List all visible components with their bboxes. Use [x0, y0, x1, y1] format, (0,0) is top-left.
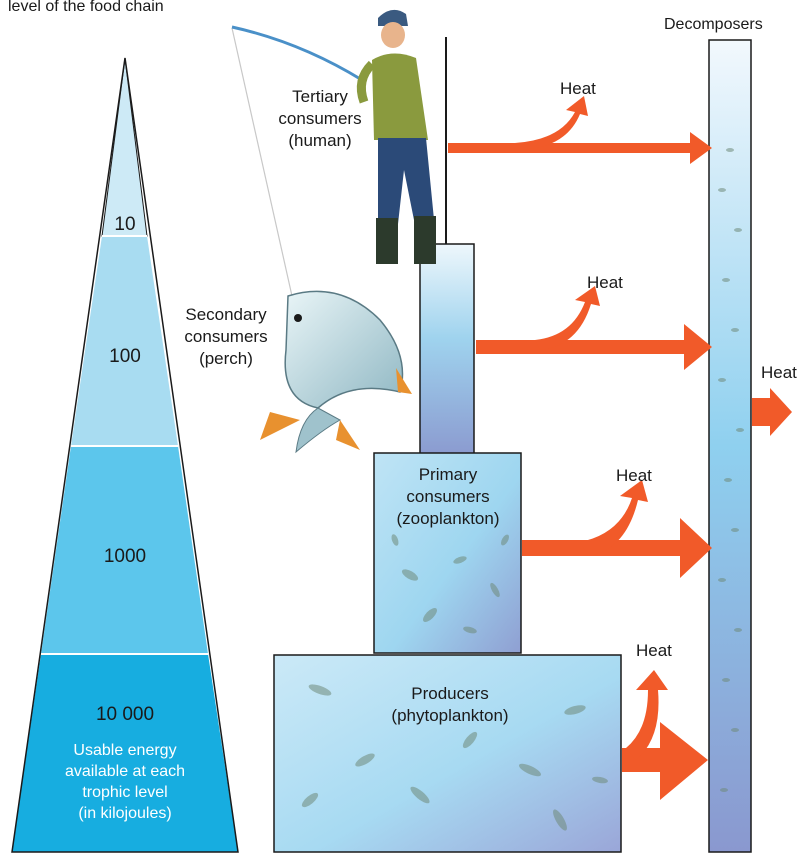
heat-label-primary: Heat — [616, 466, 652, 485]
trophic-boxes — [273, 37, 752, 853]
heat-curve-primary — [580, 480, 648, 556]
pyramid-level-top — [101, 57, 148, 237]
secondary-consumers-column — [419, 243, 475, 455]
heat-label-producers: Heat — [636, 641, 672, 660]
heat-arrow-producers — [622, 722, 708, 800]
pyramid-value-bottom: 10 000 — [95, 704, 155, 725]
pyramid-level-2 — [71, 236, 178, 446]
pyramid-value-level2: 100 — [109, 346, 141, 367]
pyramid-caption: Usable energy available at each trophic … — [64, 742, 186, 822]
primary-consumers-box — [373, 452, 522, 654]
heat-label-secondary: Heat — [587, 273, 623, 292]
fishing-rod-icon — [231, 25, 363, 82]
pyramid-value-level3: 1000 — [103, 546, 147, 567]
fisherman-icon — [356, 9, 436, 264]
decomposers-label: Decomposers — [664, 16, 763, 33]
pyramid-level-bottom — [12, 654, 238, 852]
energy-pyramid — [11, 57, 239, 853]
heat-curve-tertiary — [515, 96, 588, 150]
primary-consumers-label: Primary consumers (zooplankton) — [396, 465, 500, 528]
heat-label-decomposers: Heat — [761, 363, 797, 382]
heat-arrow-secondary — [476, 324, 712, 370]
tertiary-consumers-label: Tertiary consumers (human) — [278, 87, 362, 150]
heat-arrow-primary — [522, 518, 712, 578]
heat-arrows — [448, 96, 792, 800]
top-cut-label: level of the food chain — [8, 0, 164, 15]
pyramid-outline — [11, 57, 239, 853]
heat-label-tertiary: Heat — [560, 79, 596, 98]
fishing-line — [231, 27, 293, 297]
secondary-consumers-label: Secondary consumers (perch) — [184, 305, 268, 368]
pyramid-level-3 — [41, 446, 208, 654]
heat-arrow-tertiary — [448, 132, 712, 164]
heat-curve-producers — [626, 670, 668, 760]
decomposers-column — [708, 39, 752, 853]
producers-label: Producers (phytoplankton) — [391, 684, 509, 725]
plankton-specks — [301, 148, 744, 831]
heat-curve-secondary — [535, 286, 600, 350]
pyramid-value-top: 10 — [114, 214, 136, 235]
perch-fish-icon — [260, 290, 412, 454]
heat-arrow-decomposers — [752, 388, 792, 436]
